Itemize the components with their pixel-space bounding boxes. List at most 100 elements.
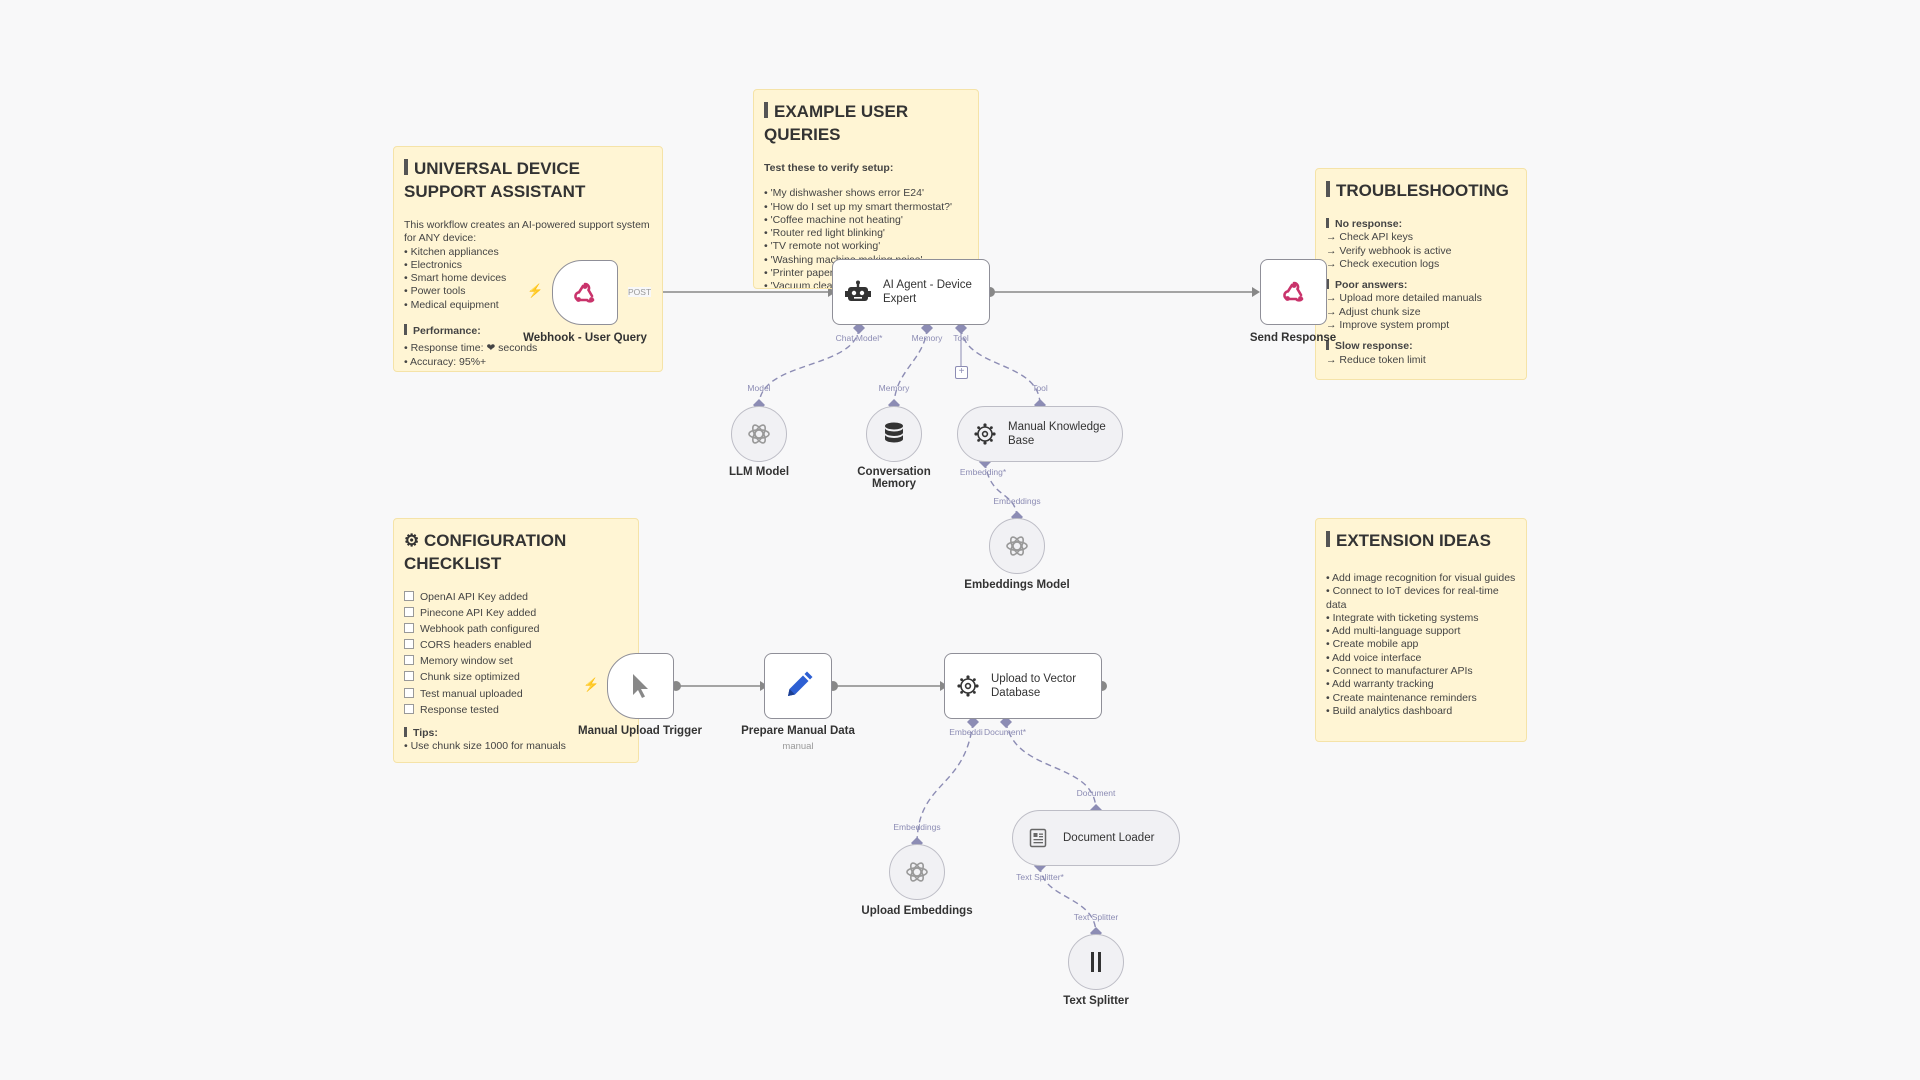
port-label-model: Model — [747, 383, 771, 393]
node-title: Document Loader — [1063, 832, 1155, 844]
port-label-chat-model: Chat Model* — [835, 333, 883, 343]
performance-heading: Performance: — [413, 325, 481, 338]
port-label-tool-in: Tool — [1032, 383, 1048, 393]
arrow-head — [1252, 287, 1260, 297]
list-item: • Integrate with ticketing systems — [1326, 611, 1479, 624]
database-icon — [885, 422, 903, 443]
node-send-response[interactable] — [1260, 259, 1327, 325]
list-item: → Verify webhook is active — [1326, 244, 1452, 257]
list-item: • Add image recognition for visual guide… — [1326, 572, 1516, 584]
edge-label-post: POST — [628, 287, 652, 297]
list-item: • Smart home devices — [404, 272, 507, 285]
device-list: • Kitchen appliances • Electronics • Sma… — [404, 246, 652, 312]
openai-icon — [748, 424, 770, 444]
port-label-embeddings-in: Embeddings — [993, 496, 1041, 506]
node-label: Send Response — [1249, 332, 1337, 344]
node-upload-vector-db[interactable]: Upload to Vector Database — [944, 653, 1102, 719]
checklist-item: Response tested — [420, 703, 499, 716]
node-manual-knowledge-base[interactable]: Manual Knowledge Base — [957, 406, 1123, 462]
note-universal-device-support[interactable]: UNIVERSAL DEVICE SUPPORT ASSISTANT This … — [393, 146, 663, 372]
list-item: • 'How do I set up my smart thermostat?' — [764, 200, 953, 213]
node-embeddings-model[interactable] — [989, 518, 1045, 574]
list-item: • 'My dishwasher shows error E24' — [764, 187, 924, 200]
list-item: • Power tools — [404, 285, 466, 298]
node-conversation-memory[interactable] — [866, 406, 922, 462]
checkbox[interactable] — [404, 623, 414, 634]
note-example-queries[interactable]: EXAMPLE USER QUERIES Test these to verif… — [753, 89, 979, 289]
list-item: • Add multi-language support — [1326, 625, 1461, 638]
pinecone-icon — [974, 423, 996, 445]
list-item: → Check execution logs — [1326, 257, 1440, 270]
list-item: • Connect to IoT devices for real-time d… — [1326, 585, 1499, 611]
node-webhook-user-query[interactable] — [552, 260, 618, 325]
list-item: → Check API keys — [1326, 231, 1413, 244]
node-text-splitter[interactable] — [1068, 934, 1124, 990]
checkbox[interactable] — [404, 703, 414, 714]
list-item: → Upload more detailed manuals — [1326, 292, 1482, 305]
openai-icon — [1006, 536, 1028, 556]
list-item: • Medical equipment — [404, 298, 499, 311]
checkbox[interactable] — [404, 639, 414, 650]
port-label-text-splitter-out: Text Splitter* — [1016, 872, 1064, 882]
port-label-text-splitter-in: Text Splitter — [1073, 912, 1119, 922]
port-label-embeddings-in-2: Embeddings — [893, 822, 941, 832]
checklist-item: Memory window set — [420, 655, 513, 668]
checklist-item: OpenAI API Key added — [420, 591, 528, 603]
node-upload-embeddings[interactable] — [889, 844, 945, 900]
add-tool-button[interactable]: + — [955, 366, 968, 379]
robot-icon — [845, 280, 871, 301]
node-title: Manual Knowledge Base — [1008, 421, 1106, 447]
checklist-item: CORS headers enabled — [420, 639, 532, 652]
node-label: Webhook - User Query — [523, 332, 647, 344]
cursor-icon — [632, 674, 648, 698]
checkbox[interactable] — [404, 607, 414, 618]
list-item: • Add voice interface — [1326, 651, 1422, 664]
list-item: • Kitchen appliances — [404, 245, 499, 258]
checkbox[interactable] — [404, 655, 414, 666]
list-item: → Improve system prompt — [1326, 319, 1450, 332]
trigger-bolt-icon: ⚡ — [527, 283, 544, 298]
list-item: • Create mobile app — [1326, 638, 1419, 651]
node-label: LLM Model — [728, 466, 790, 478]
pencil-icon — [788, 671, 813, 696]
node-manual-upload-trigger[interactable] — [607, 653, 674, 719]
port-label-document-in: Document — [1076, 788, 1116, 798]
splitter-icon — [1091, 952, 1101, 972]
port-label-document-out: Document* — [983, 727, 1027, 737]
note-subtitle: Test these to verify setup: — [764, 162, 894, 174]
node-label: Text Splitter — [1063, 995, 1129, 1007]
note-extension-ideas[interactable]: EXTENSION IDEAS • Add image recognition … — [1315, 518, 1527, 742]
node-label: Upload Embeddings — [861, 905, 973, 917]
note-configuration-checklist[interactable]: ⚙ CONFIGURATION CHECKLIST OpenAI API Key… — [393, 518, 639, 763]
checkbox[interactable] — [404, 671, 414, 682]
node-document-loader[interactable]: Document Loader — [1012, 810, 1180, 866]
list-item: → Adjust chunk size — [1326, 305, 1421, 318]
list-item: • Build analytics dashboard — [1326, 704, 1453, 717]
list-item: • Add warranty tracking — [1326, 678, 1434, 691]
pinecone-icon — [957, 675, 979, 697]
list-item: • Response time: ❤ seconds — [404, 342, 538, 355]
list-item: • 'Router red light blinking' — [764, 227, 885, 240]
note-title: EXTENSION IDEAS — [1336, 531, 1491, 550]
checklist-item: Chunk size optimized — [420, 671, 520, 684]
note-title: ⚙ CONFIGURATION CHECKLIST — [404, 531, 567, 573]
checkbox[interactable] — [404, 687, 414, 698]
document-icon — [1029, 828, 1047, 848]
node-llm-model[interactable] — [731, 406, 787, 462]
port-label-embedding: Embedding* — [959, 467, 1007, 477]
port-label-tool: Tool — [953, 333, 969, 343]
node-ai-agent[interactable]: AI Agent - Device Expert — [832, 259, 990, 325]
checkbox[interactable] — [404, 591, 414, 601]
webhook-icon — [1282, 281, 1303, 302]
note-title: UNIVERSAL DEVICE SUPPORT ASSISTANT — [404, 159, 586, 201]
port-label-embedding-doc: Embeddi — [949, 727, 983, 737]
section-heading: No response: — [1335, 218, 1403, 230]
note-intro: This workflow creates an AI-powered supp… — [404, 219, 650, 245]
checklist: OpenAI API Key added Pinecone API Key ad… — [404, 591, 628, 717]
openai-icon — [906, 862, 928, 882]
node-label: Embeddings Model — [964, 579, 1070, 591]
note-troubleshooting[interactable]: TROUBLESHOOTING No response: → Check API… — [1315, 168, 1527, 380]
note-title: TROUBLESHOOTING — [1336, 181, 1509, 200]
node-prepare-manual-data[interactable] — [764, 653, 832, 719]
